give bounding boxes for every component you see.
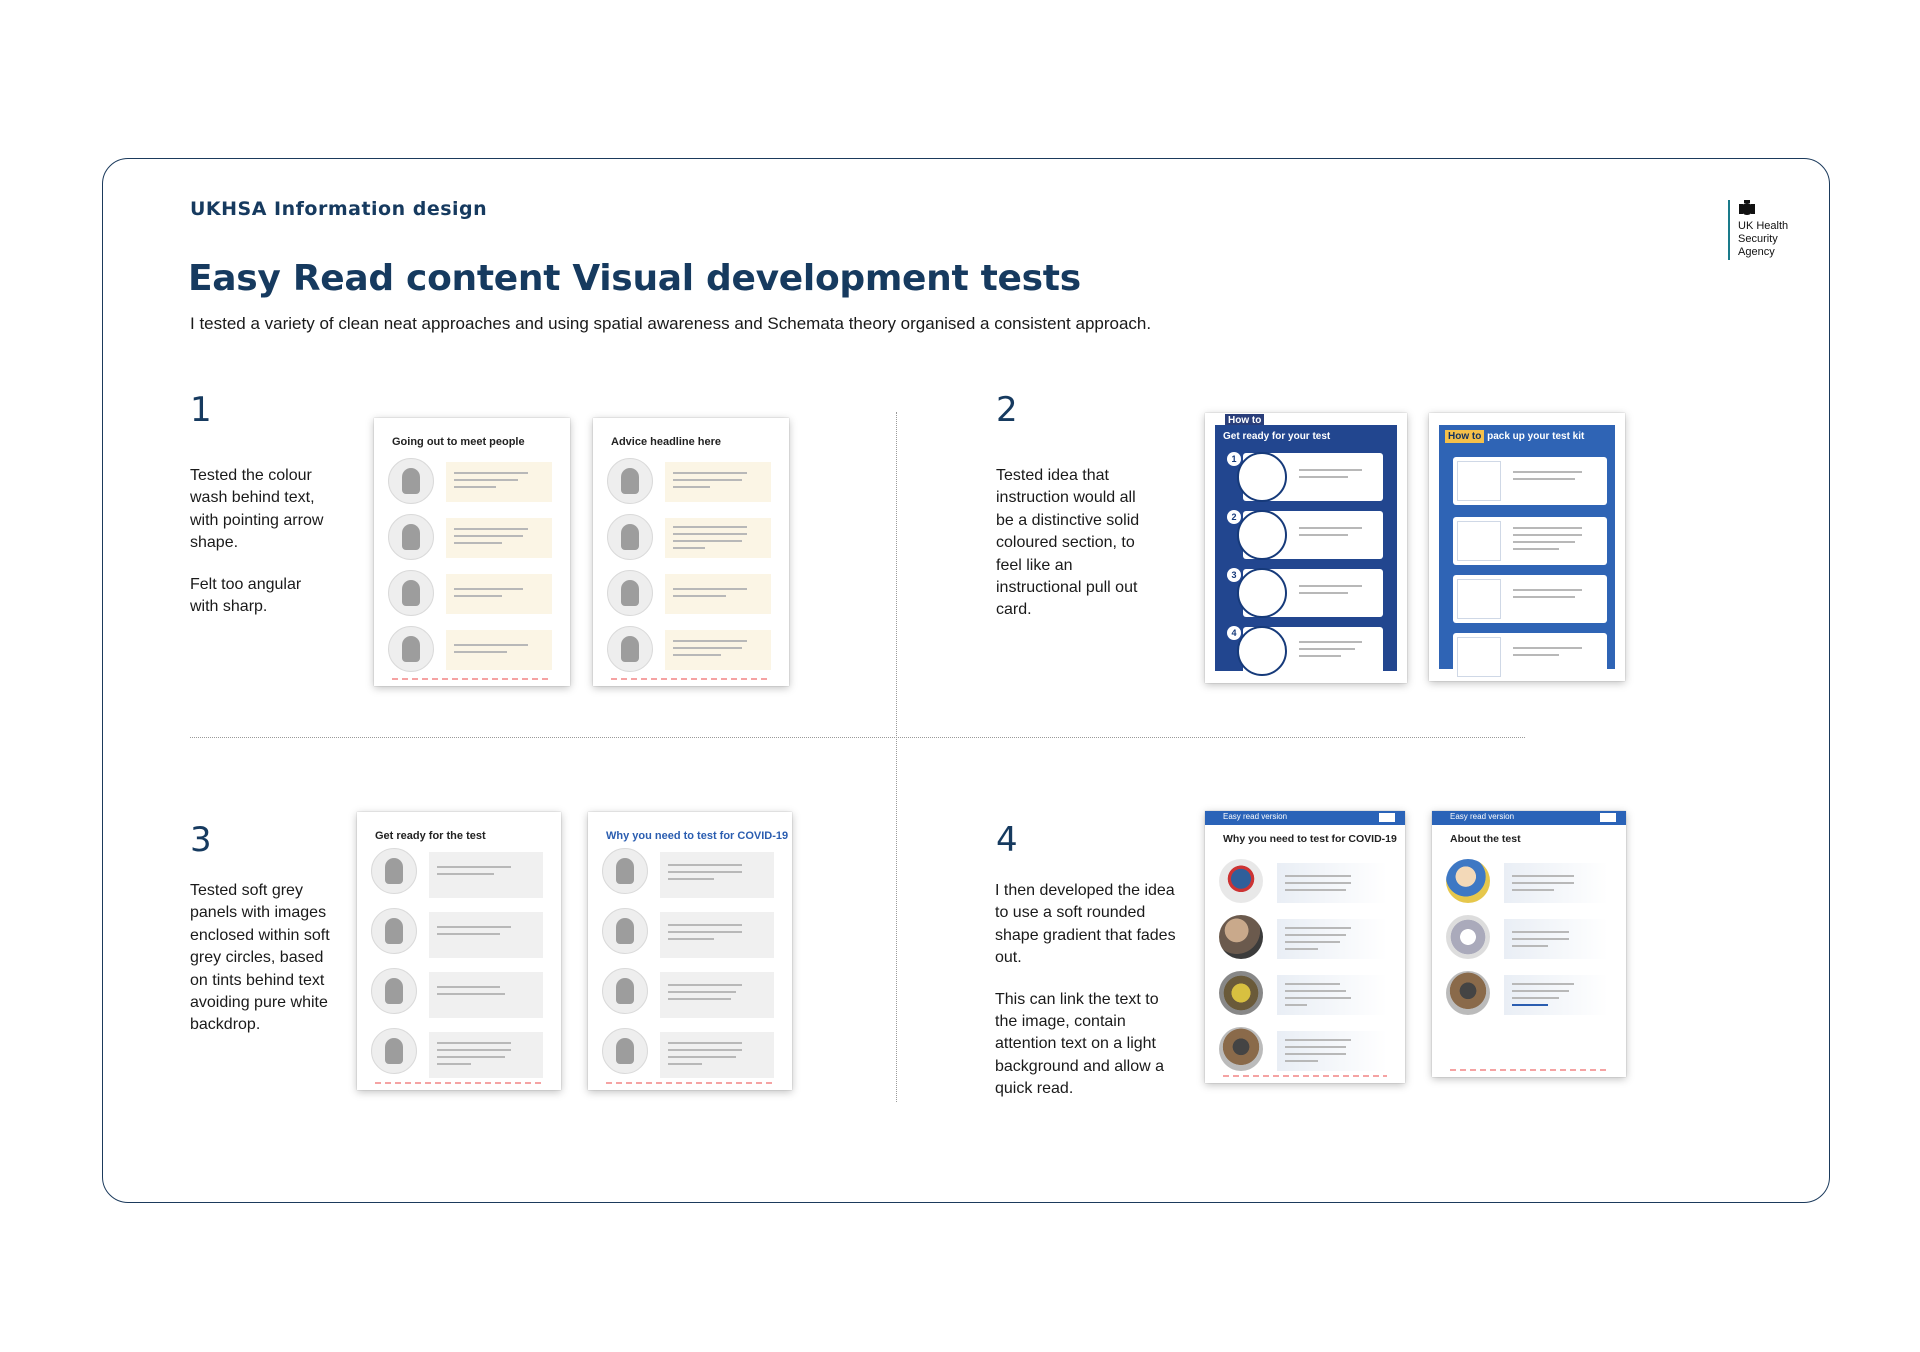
nhs-logo-icon [1600,813,1616,822]
quadrant-number-1: 1 [190,390,212,430]
quadrant-number-4: 4 [996,820,1018,860]
board-frame [102,158,1830,1203]
step-number: 4 [1227,626,1241,640]
vertical-divider [896,412,897,1102]
step-number: 2 [1227,510,1241,524]
crest-icon [1739,200,1755,215]
quadrant-number-3: 3 [190,820,212,860]
mock-page-1a: Going out to meet people [374,418,570,686]
quadrant-description-1: Tested the colour wash behind text, with… [190,465,330,637]
mock-page-heading: Why you need to test for COVID-19 [1223,833,1397,845]
horizontal-divider [190,737,1525,738]
page-title: Easy Read content Visual development tes… [188,258,1081,299]
quadrant-description-2: Tested idea that instruction would all b… [996,465,1156,641]
nhs-logo-icon [1379,813,1395,822]
mock-page-heading: Advice headline here [611,436,722,448]
description-paragraph: Tested idea that instruction would all b… [996,467,1140,619]
eyebrow-label: UKHSA Information design [190,198,488,220]
how-to-highlight: How to [1445,430,1485,443]
easy-read-label: Easy read version [1223,812,1288,821]
logo-line: Agency [1738,246,1775,258]
mock-page-heading: How to pack up your test kit [1445,430,1584,443]
description-paragraph: Tested soft grey panels with images encl… [190,882,330,1034]
mock-page-4b: Easy read version About the test [1432,811,1626,1077]
instruction-panel: How to pack up your test kit [1439,425,1615,681]
instruction-panel: Get ready for your test 1 2 3 4 [1215,425,1397,676]
mock-page-4a: Easy read version Why you need to test f… [1205,811,1405,1083]
logo-wordmark: UK Health Security Agency [1738,220,1802,259]
ukhsa-logo: UK Health Security Agency [1728,200,1798,260]
description-paragraph: Felt too angular with sharp. [190,575,302,616]
how-to-tab: How to [1225,414,1265,427]
nhs-header-bar: Easy read version [1205,811,1405,825]
mock-page-heading: Going out to meet people [392,436,525,448]
page-subtitle: I tested a variety of clean neat approac… [190,314,1152,333]
description-paragraph: Tested the colour wash behind text, with… [190,467,324,552]
step-number: 3 [1227,568,1241,582]
quadrant-number-2: 2 [996,390,1018,430]
mock-page-1b: Advice headline here [593,418,789,686]
quadrant-description-4: I then developed the idea to use a soft … [995,880,1180,1120]
easy-read-label: Easy read version [1450,812,1515,821]
mock-page-2a: How to Get ready for your test 1 2 3 4 [1205,413,1407,683]
description-paragraph: This can link the text to the image, con… [995,990,1165,1098]
mock-page-heading: About the test [1450,833,1521,845]
mock-page-3a: Get ready for the test [357,812,561,1090]
description-paragraph: I then developed the idea to use a soft … [995,882,1176,967]
logo-line: Security [1738,233,1778,245]
mock-page-heading: Get ready for your test [1223,431,1331,442]
step-number: 1 [1227,452,1241,466]
mock-page-2b: How to pack up your test kit [1429,413,1625,681]
mock-page-3b: Why you need to test for COVID-19 [588,812,792,1090]
mock-page-heading: Get ready for the test [375,830,486,842]
nhs-header-bar: Easy read version [1432,811,1626,825]
mock-page-heading: Why you need to test for COVID-19 [606,830,789,842]
quadrant-description-3: Tested soft grey panels with images encl… [190,880,330,1056]
logo-line: UK Health [1738,220,1789,232]
